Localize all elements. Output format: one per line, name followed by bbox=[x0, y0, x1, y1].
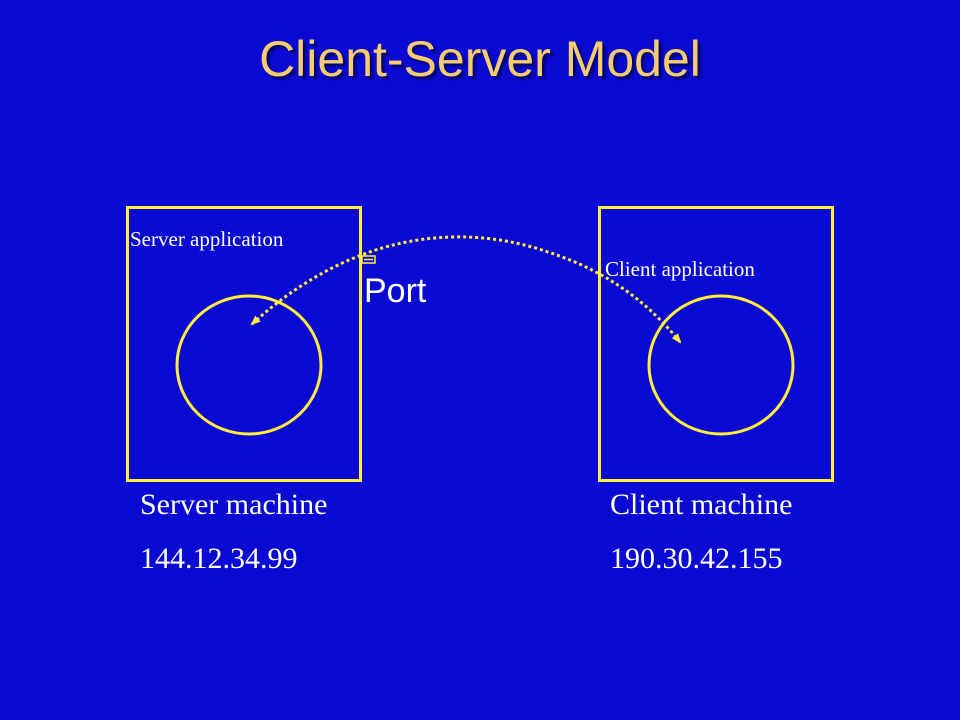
client-application-label: Client application bbox=[605, 257, 755, 281]
server-machine-label: Server machine bbox=[140, 488, 328, 521]
port-label: Port bbox=[364, 272, 427, 310]
client-ip-address: 190.30.42.155 bbox=[610, 542, 783, 575]
client-machine-box bbox=[598, 206, 834, 482]
server-application-label: Server application bbox=[130, 227, 284, 251]
slide-title: Client-Server Model bbox=[259, 31, 701, 87]
server-ip-address: 144.12.34.99 bbox=[140, 542, 298, 575]
client-machine-label: Client machine bbox=[610, 488, 793, 521]
port-icon bbox=[361, 255, 376, 264]
server-machine-box bbox=[126, 206, 362, 482]
